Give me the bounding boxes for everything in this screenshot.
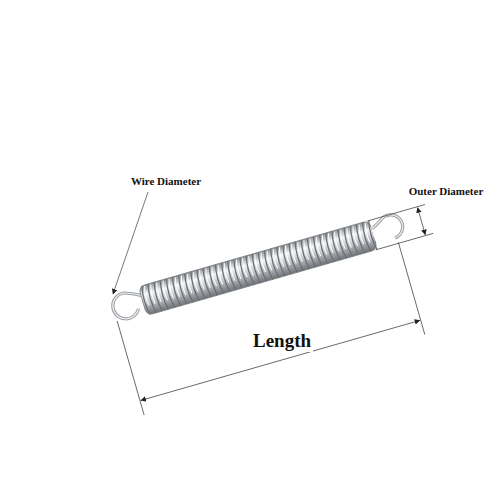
winding-shine bbox=[143, 286, 150, 306]
winding-shine bbox=[327, 233, 334, 253]
coil-windings bbox=[140, 220, 379, 315]
winding-shine bbox=[265, 251, 272, 271]
winding-shine bbox=[235, 260, 242, 280]
part-label: Wire Diameter bbox=[129, 175, 203, 188]
right-hook-shine bbox=[369, 212, 405, 244]
winding-shine bbox=[229, 261, 236, 281]
winding-shine bbox=[339, 230, 346, 250]
winding-shine bbox=[278, 247, 285, 267]
winding-shine bbox=[296, 242, 303, 262]
winding-shine bbox=[259, 253, 266, 273]
winding-shine bbox=[173, 277, 180, 297]
winding-shine bbox=[167, 279, 174, 299]
length-dimension bbox=[117, 240, 425, 415]
winding-shine bbox=[210, 267, 217, 287]
winding-shine bbox=[180, 275, 187, 295]
winding-shine bbox=[364, 223, 371, 243]
winding-shine bbox=[253, 254, 260, 274]
winding-shine bbox=[186, 274, 193, 294]
outer-diameter-dimension bbox=[367, 205, 433, 250]
winding-shine bbox=[161, 281, 168, 301]
winding-shine bbox=[216, 265, 223, 285]
winding-shine bbox=[308, 238, 315, 258]
winding-shine bbox=[241, 258, 248, 278]
winding-shine bbox=[192, 272, 199, 292]
winding-shine bbox=[155, 282, 162, 302]
winding-shine bbox=[345, 228, 352, 248]
winding-shine bbox=[302, 240, 309, 260]
winding-shine bbox=[370, 221, 377, 241]
winding bbox=[367, 221, 377, 250]
winding-shine bbox=[321, 235, 328, 255]
winding-shine bbox=[290, 244, 297, 264]
winding-shine bbox=[351, 226, 358, 246]
extension-spring bbox=[109, 212, 407, 324]
dimension-label: Outer Diameter bbox=[407, 185, 486, 198]
winding-shine bbox=[315, 237, 322, 257]
winding-shine bbox=[333, 231, 340, 251]
winding-shine bbox=[357, 224, 364, 244]
winding-shine bbox=[247, 256, 254, 276]
winding-shine bbox=[204, 268, 211, 288]
coil-body bbox=[139, 221, 378, 316]
winding-shine bbox=[284, 246, 291, 266]
right-hook bbox=[369, 212, 405, 244]
winding-shine bbox=[223, 263, 230, 283]
dimension-label: Length bbox=[251, 330, 313, 353]
winding-shine bbox=[272, 249, 279, 269]
winding-shine bbox=[198, 270, 205, 290]
winding-shine bbox=[149, 284, 156, 304]
wire-diameter-leader bbox=[113, 192, 148, 294]
